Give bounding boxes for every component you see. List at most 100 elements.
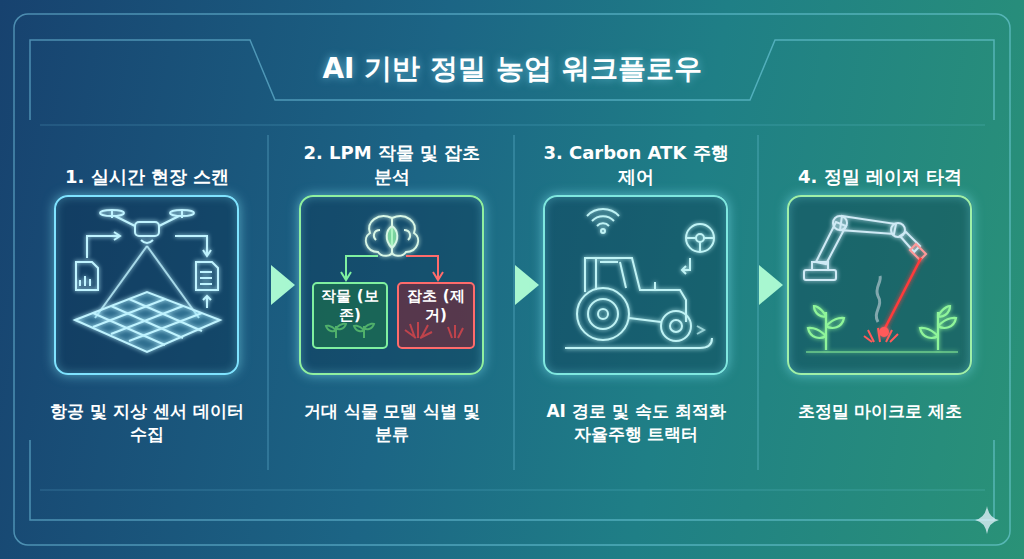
brain-icon: [366, 216, 418, 256]
tractor-icon: [654, 282, 656, 290]
step-heading: 4. 정밀 레이저 타격: [770, 165, 990, 188]
drone-icon: [181, 210, 183, 218]
icon-box: [543, 195, 728, 375]
step-caption: 거대 식물 모델 식별 및 분류: [282, 400, 502, 446]
tractor-icon: [600, 261, 618, 263]
tractor-icon: [686, 224, 714, 252]
crop-plant: [920, 306, 956, 350]
drone-icon: [79, 280, 81, 286]
hud-frame: [30, 440, 994, 520]
drone-icon: [111, 306, 183, 334]
brain-icon: [374, 230, 380, 240]
drone-icon: [89, 279, 91, 286]
tractor-icon: [661, 311, 691, 341]
sparkle-mark: [975, 506, 999, 534]
drone-icon: [196, 262, 218, 290]
icon-box-ground: [788, 195, 973, 375]
laser-beam: [879, 327, 889, 337]
crop-plant: [808, 306, 844, 350]
drone-icon: [115, 216, 135, 226]
robot-arm-icon: [910, 244, 926, 260]
hud-frame: [513, 135, 515, 470]
hud-frame: [40, 124, 985, 126]
laser-beam: [864, 328, 898, 342]
tractor-icon: [577, 288, 629, 340]
tractor-icon: [696, 234, 704, 242]
tractor-icon: [620, 262, 626, 288]
crop-plant: [806, 351, 958, 353]
hud-frame: [757, 135, 759, 470]
split-arrow: [341, 256, 443, 280]
class-label: 작물 (보존): [318, 287, 382, 325]
drone-icon: [75, 210, 220, 352]
tractor-icon: [598, 309, 608, 319]
drone-icon: [159, 216, 179, 226]
laser-beam: [864, 258, 921, 342]
robot-arm-icon: [816, 222, 846, 264]
tractor-icon: [565, 338, 712, 348]
drone-icon: [203, 250, 211, 256]
robot-arm-icon: [804, 216, 926, 280]
drone-icon: [75, 292, 220, 352]
icon-box: [54, 195, 239, 375]
split-arrow: [346, 256, 378, 278]
tractor-icon: [686, 237, 696, 239]
hud-frame: [14, 14, 1010, 545]
drone-icon: [111, 210, 113, 218]
split-arrow: [433, 272, 443, 280]
step-heading: 3. Carbon ATK 주행 제어: [526, 141, 746, 188]
drone-icon: [175, 236, 207, 256]
laser-beam: [876, 276, 880, 322]
step-heading: 2. LPM 작물 및 잡초 분석: [282, 141, 502, 188]
robot-arm-icon: [804, 270, 836, 280]
drone-icon: [200, 283, 212, 285]
class-label: 잡초 (제거): [403, 287, 469, 325]
crop-plant: [806, 306, 958, 352]
drone-icon: [84, 276, 86, 286]
step-node: 2. LPM 작물 및 잡초 분석작물 (보존) 잡초 (제거) 거대 식물 모델 …: [282, 130, 502, 460]
icon-box-ground: [544, 195, 729, 375]
step-node: 1. 실시간 현장 스캔항공 및 지상 센서 데이터 수집: [37, 130, 257, 460]
laser-beam: [884, 258, 921, 330]
tractor-icon: [601, 229, 605, 233]
robot-arm-icon: [840, 216, 896, 234]
tractor-icon: [682, 266, 686, 274]
tractor-icon: [704, 237, 714, 239]
step-node: 4. 정밀 레이저 타격초정밀 마이크로 제초: [770, 130, 990, 460]
diagram-title: AI 기반 정밀 농업 워크플로우: [0, 50, 1024, 88]
sparkle-mark: [975, 506, 999, 534]
step-caption: 초정밀 마이크로 제초: [770, 400, 990, 423]
class-box: 잡초 (제거): [397, 282, 475, 349]
drone-icon: [200, 271, 212, 273]
split-arrow: [406, 256, 438, 278]
tractor-icon: [697, 326, 704, 334]
drone-icon: [203, 296, 211, 300]
flow-arrow: [732, 277, 759, 293]
tractor-icon: [565, 209, 714, 348]
step-node: 3. Carbon ATK 주행 제어AI 경로 및 속도 최적화 자율주행 트…: [526, 130, 746, 460]
drone-icon: [129, 313, 202, 341]
drone-icon: [135, 222, 159, 236]
drone-icon: [141, 240, 153, 243]
step-caption: 항공 및 지상 센서 데이터 수집: [37, 400, 257, 446]
brain-icon: [366, 216, 418, 256]
brain-icon: [387, 226, 398, 248]
hud-frame: [267, 135, 269, 470]
icon-box-ground: [55, 195, 240, 375]
flow-arrow: [243, 277, 271, 293]
hud-frame: [14, 14, 1010, 545]
drone-icon: [114, 232, 120, 240]
hud-frame: [40, 489, 985, 491]
tractor-icon: [629, 318, 661, 322]
icon-box: 작물 (보존) 잡초 (제거): [299, 195, 484, 375]
split-arrow: [341, 272, 351, 280]
brain-icon: [404, 230, 410, 240]
step-heading: 1. 실시간 현장 스캔: [37, 165, 257, 188]
tractor-icon: [587, 209, 619, 226]
icon-box: [787, 195, 972, 375]
drone-icon: [93, 299, 165, 327]
tractor-icon: [595, 258, 597, 290]
icon-box-ground: [300, 195, 485, 375]
tractor-icon: [588, 299, 618, 329]
